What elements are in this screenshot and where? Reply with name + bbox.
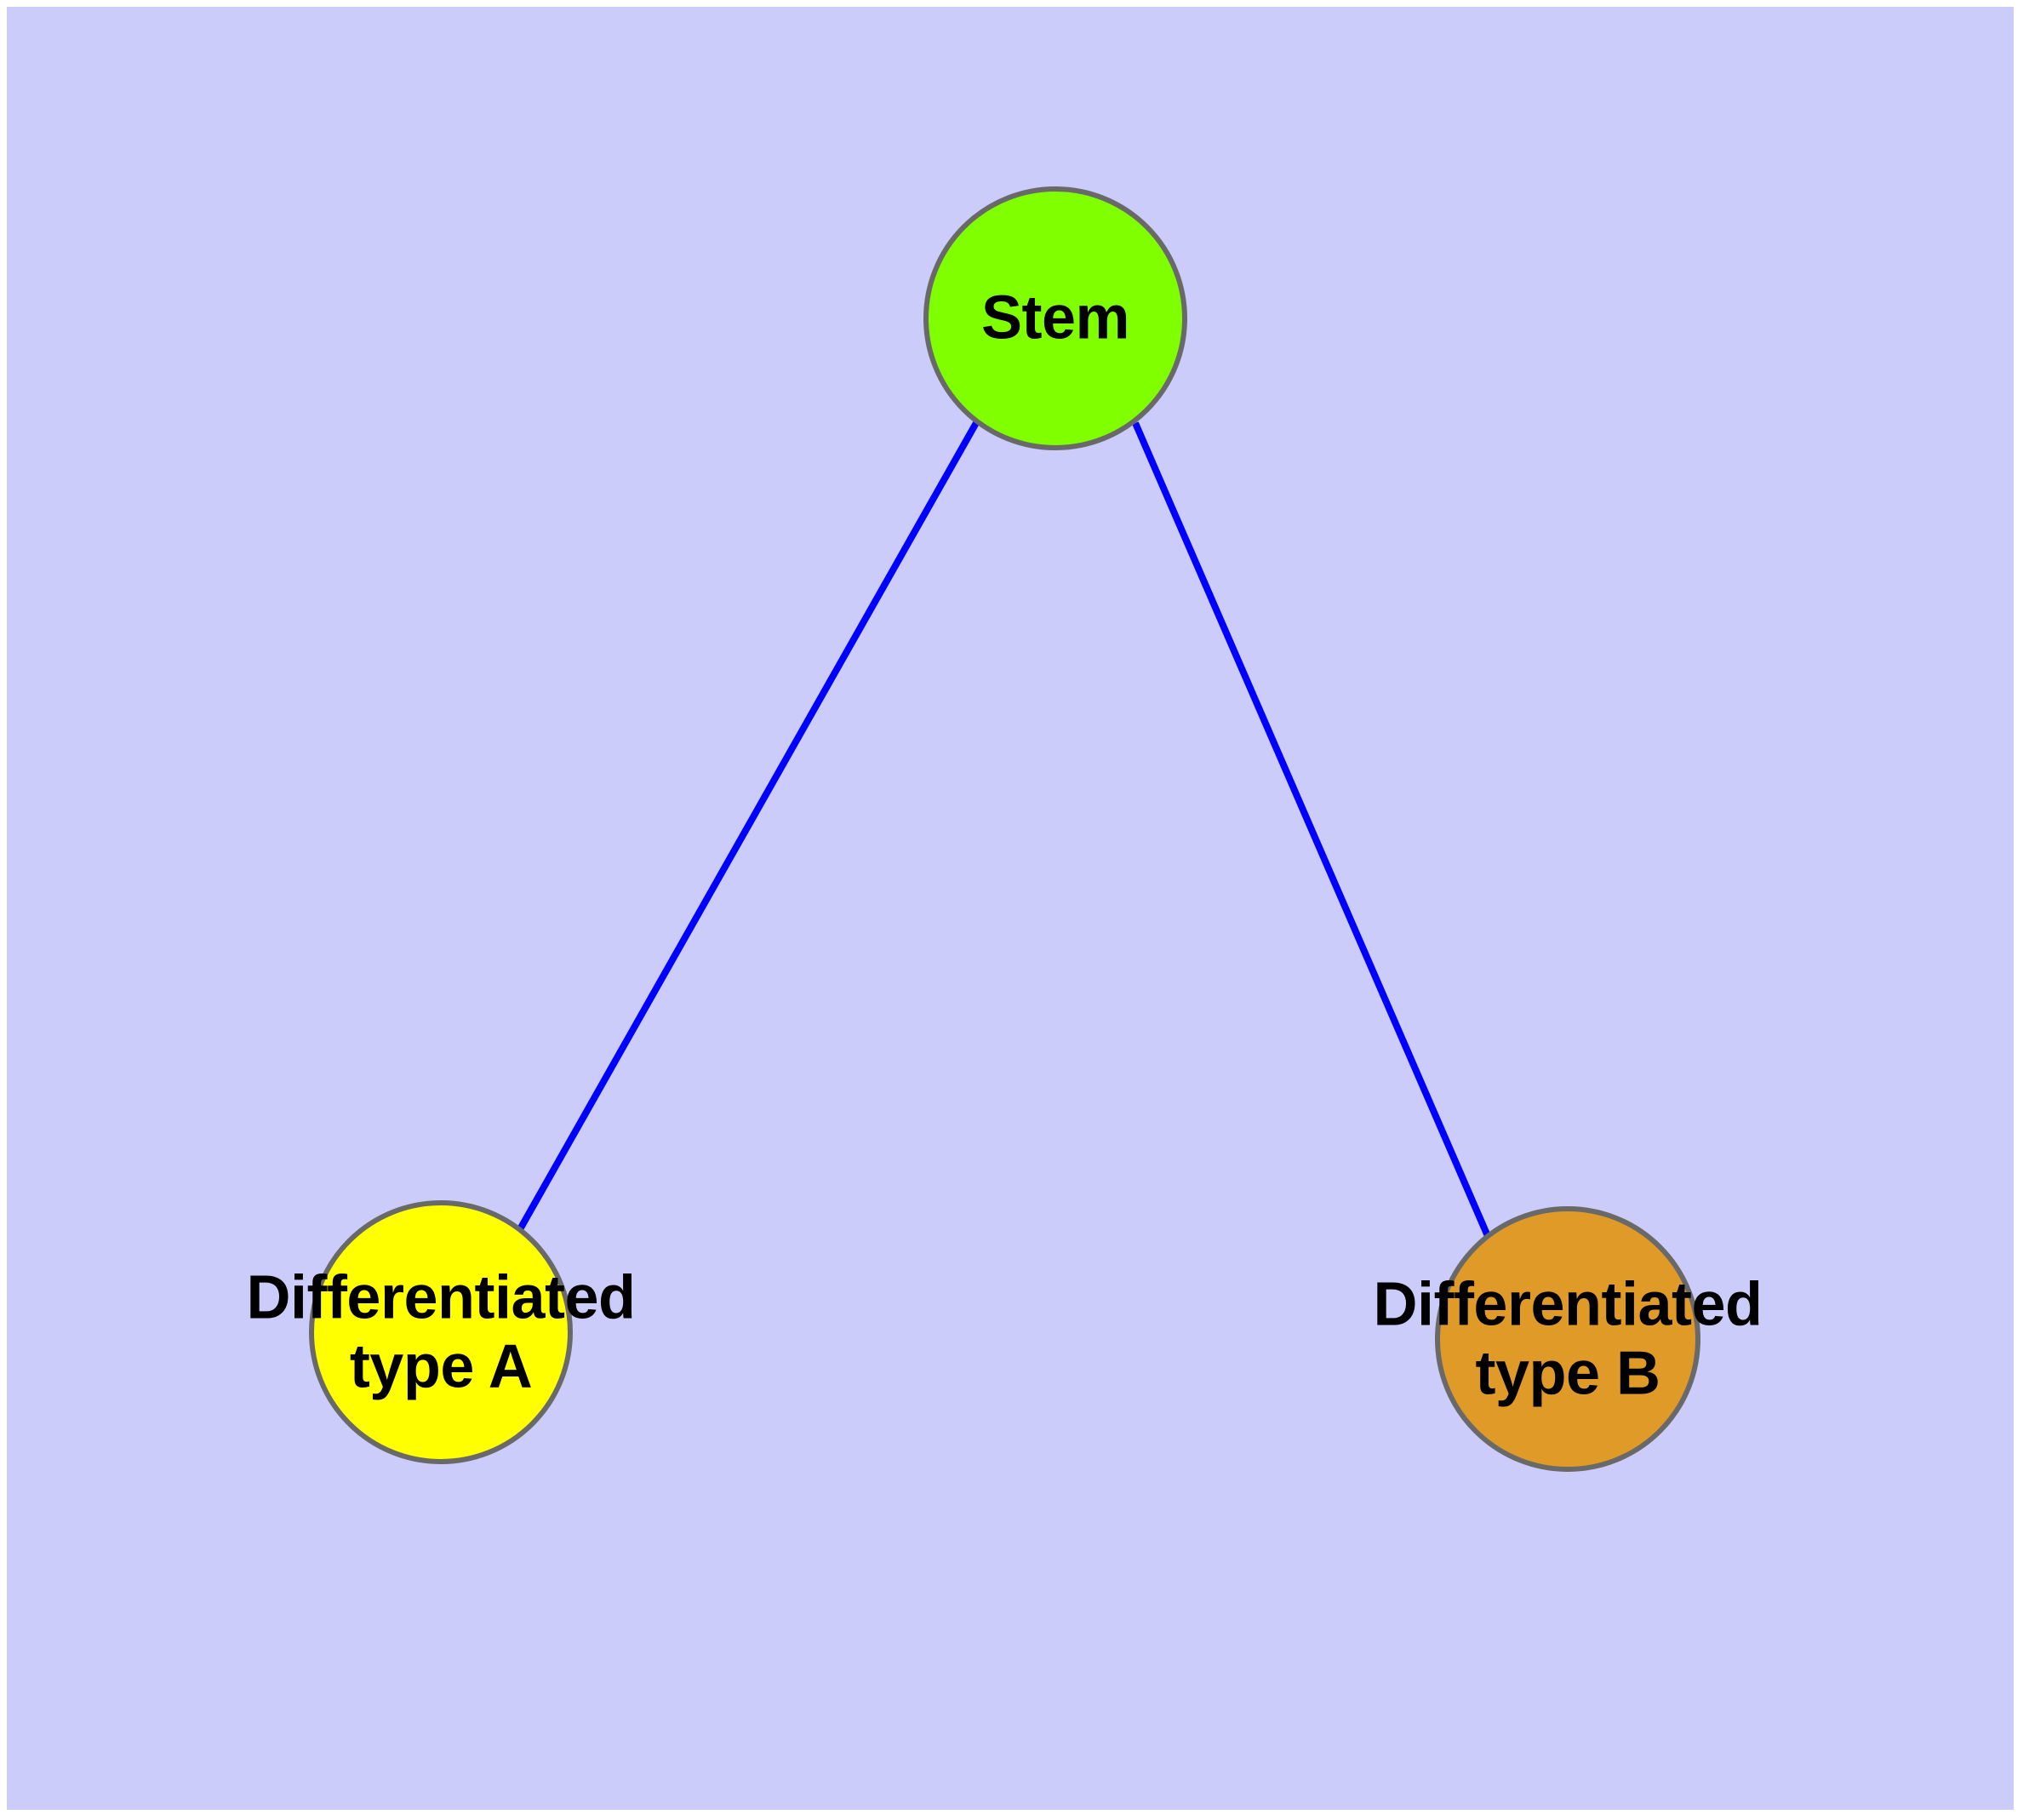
node-circle-diff-a[interactable] <box>309 1200 573 1464</box>
edge-layer <box>517 420 1491 1238</box>
edge-stem-to-diff-a[interactable] <box>517 420 980 1231</box>
node-circle-stem[interactable] <box>923 186 1187 450</box>
node-layer <box>309 186 1700 1472</box>
node-circle-diff-b[interactable] <box>1435 1206 1700 1472</box>
edge-stem-to-diff-b[interactable] <box>1132 421 1491 1238</box>
